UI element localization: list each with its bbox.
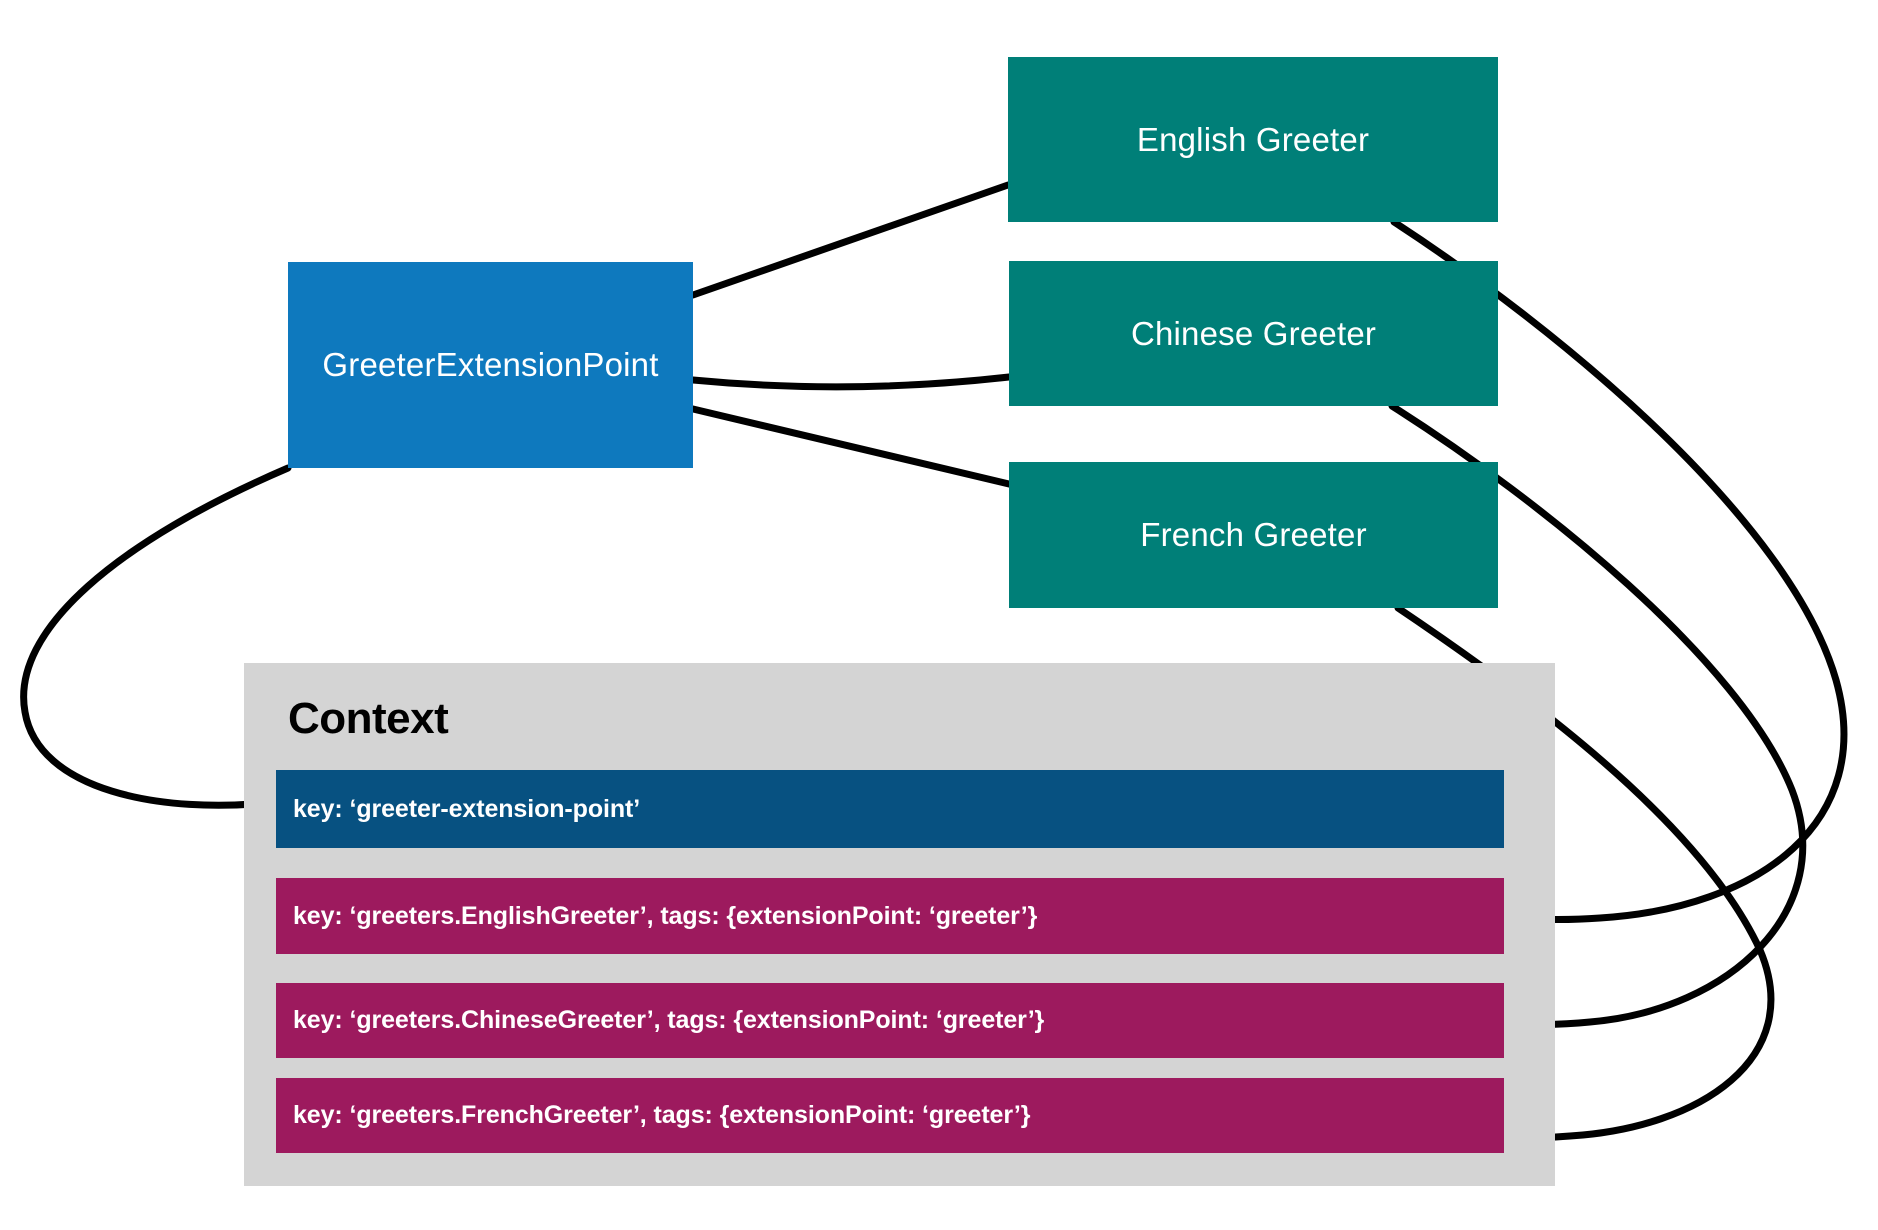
context-entry-text: key: ‘greeters.EnglishGreeter’, tags: {e… (293, 901, 1038, 930)
context-entry-text: key: ‘greeters.ChineseGreeter’, tags: {e… (293, 1006, 1045, 1034)
edge-extension-point-to-french-greeter (689, 405, 1013, 488)
node-english-greeter[interactable]: English Greeter (1008, 57, 1498, 222)
edge-extension-point-to-chinese-greeter (689, 373, 1013, 391)
node-greeter-extension-point[interactable]: GreeterExtensionPoint (288, 262, 693, 468)
context-entry-chinese-greeter[interactable]: key: ‘greeters.ChineseGreeter’, tags: {e… (276, 983, 1504, 1058)
node-chinese-greeter[interactable]: Chinese Greeter (1009, 261, 1498, 406)
context-entry-text: key: ‘greeters.FrenchGreeter’, tags: {ex… (293, 1101, 1031, 1129)
context-entry-french-greeter[interactable]: key: ‘greeters.FrenchGreeter’, tags: {ex… (276, 1078, 1504, 1153)
context-panel-title: Context (288, 694, 449, 743)
context-entry-greeter-extension-point[interactable]: key: ‘greeter-extension-point’ (276, 770, 1504, 848)
node-label: Chinese Greeter (1130, 314, 1377, 352)
edge-extension-point-to-english-greeter (689, 181, 1012, 299)
context-entry-english-greeter[interactable]: key: ‘greeters.EnglishGreeter’, tags: {e… (276, 878, 1504, 954)
context-entry-text: key: ‘greeter-extension-point’ (293, 794, 641, 823)
node-label: GreeterExtensionPoint (322, 346, 659, 383)
node-label: French Greeter (1140, 516, 1367, 553)
node-french-greeter[interactable]: French Greeter (1009, 462, 1498, 608)
node-label: English Greeter (1136, 120, 1370, 158)
